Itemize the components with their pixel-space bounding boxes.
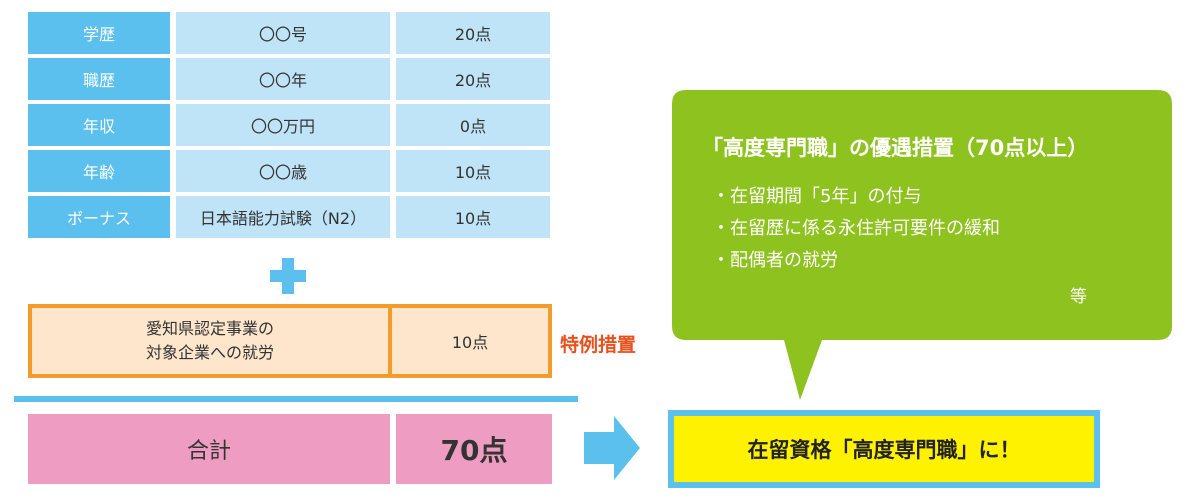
- table-row: 学歴 〇〇号 20点: [28, 12, 550, 54]
- row-score: 0点: [396, 104, 550, 146]
- table-row: 年齢 〇〇歳 10点: [28, 150, 550, 192]
- bubble-title: 「高度専門職」の優遇措置（70点以上）: [702, 136, 1089, 160]
- speech-bubble: [672, 90, 1172, 400]
- row-detail: 〇〇歳: [176, 150, 390, 192]
- row-score: 10点: [396, 150, 550, 192]
- special-measure-description: 愛知県認定事業の 対象企業への就労: [32, 308, 388, 374]
- bubble-item: ・在留期間「5年」の付与: [712, 186, 922, 207]
- row-label: 年収: [28, 104, 170, 146]
- divider: [14, 396, 578, 402]
- row-label: 職歴: [28, 58, 170, 100]
- total-score: 70点: [396, 414, 552, 484]
- bubble-item: ・在留歴に係る永住許可要件の緩和: [712, 218, 1000, 239]
- special-measure-box: 愛知県認定事業の 対象企業への就労 10点: [28, 304, 552, 378]
- table-row: 年収 〇〇万円 0点: [28, 104, 550, 146]
- bubble-content: 「高度専門職」の優遇措置（70点以上） ・在留期間「5年」の付与 ・在留歴に係る…: [672, 90, 1172, 340]
- special-measure-score: 10点: [392, 308, 548, 374]
- bubble-item: ・配偶者の就労: [712, 250, 838, 271]
- row-label: ボーナス: [28, 196, 170, 238]
- row-label: 年齢: [28, 150, 170, 192]
- row-detail: 〇〇号: [176, 12, 390, 54]
- row-score: 10点: [396, 196, 550, 238]
- row-detail: 日本語能力試験（N2）: [176, 196, 390, 238]
- special-measure-tag: 特例措置: [560, 334, 637, 356]
- row-detail: 〇〇万円: [176, 104, 390, 146]
- plus-icon: [270, 258, 306, 294]
- table-row: 職歴 〇〇年 20点: [28, 58, 550, 100]
- special-measure-line-2: 対象企業への就労: [145, 343, 274, 362]
- total-label: 合計: [28, 414, 390, 484]
- arrow-right-icon: [584, 416, 640, 480]
- row-label: 学歴: [28, 12, 170, 54]
- row-detail: 〇〇年: [176, 58, 390, 100]
- table-row: ボーナス 日本語能力試験（N2） 10点: [28, 196, 550, 238]
- bubble-etc: 等: [1070, 287, 1087, 307]
- row-score: 20点: [396, 58, 550, 100]
- special-measure-line-1: 愛知県認定事業の: [145, 319, 274, 338]
- row-score: 20点: [396, 12, 550, 54]
- result-text: 在留資格「高度専門職」に！: [674, 416, 1094, 482]
- result-box: 在留資格「高度専門職」に！: [668, 410, 1100, 488]
